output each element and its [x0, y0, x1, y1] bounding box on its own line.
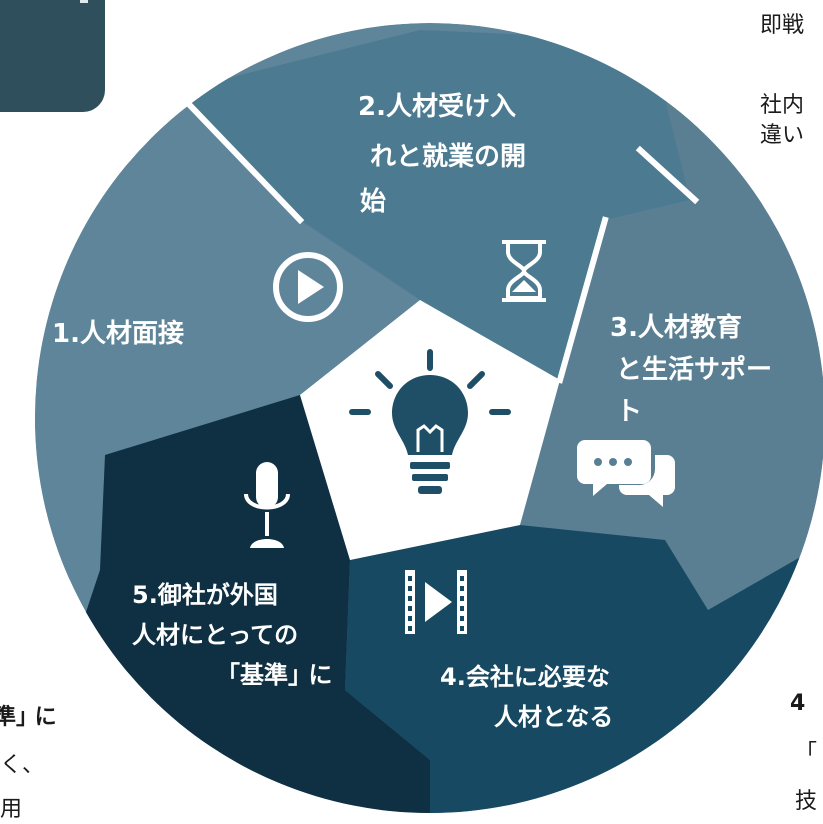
segment-2	[180, 30, 700, 380]
svg-text:れと就業の開: れと就業の開	[370, 142, 526, 172]
left-text-1: 準｣ に	[0, 705, 57, 730]
top-left-box	[0, 0, 105, 112]
right-text-5: 「	[795, 741, 818, 766]
svg-text:3.人材教育: 3.人材教育	[610, 312, 742, 343]
left-text-2: く、	[0, 753, 45, 778]
right-text-3: 違い	[760, 123, 805, 148]
lightbulb-icon	[349, 349, 511, 494]
step-4-label: 4.会社に必要な 人材となる	[440, 663, 613, 731]
svg-text:と生活サポー: と生活サポー	[616, 354, 772, 385]
svg-text:5.御社が外国: 5.御社が外国	[132, 581, 278, 609]
svg-text:2.人材受け入: 2.人材受け入	[358, 91, 516, 122]
svg-text:人材にとっての: 人材にとっての	[132, 621, 298, 649]
hourglass-icon	[502, 240, 546, 302]
right-text-6: 技	[795, 789, 818, 814]
step-3-label: 3.人材教育 と生活サポー ト	[610, 312, 772, 427]
step-1-label: 1.人材面接	[52, 319, 184, 349]
svg-text:1.人材面接: 1.人材面接	[52, 319, 184, 349]
play-icon	[273, 252, 343, 322]
step-5-label: 5.御社が外国 人材にとっての ｢基準｣ に	[132, 581, 332, 689]
svg-text:｢基準｣ に: ｢基準｣ に	[228, 661, 332, 689]
svg-text:始: 始	[360, 187, 386, 217]
svg-text:ト: ト	[616, 397, 642, 427]
svg-text:4.会社に必要な: 4.会社に必要な	[440, 663, 610, 691]
right-text-4: 4	[790, 691, 806, 716]
step-2-label: 2.人材受け入 れと就業の開 始	[358, 91, 526, 217]
right-text-2: 社内	[760, 93, 805, 118]
box-tick	[80, 0, 88, 3]
left-text-3: 用	[0, 797, 23, 822]
svg-text:人材となる: 人材となる	[494, 703, 613, 731]
chat-icon	[577, 440, 675, 507]
segment-dividers	[175, 50, 705, 384]
right-text-1: 即戦	[760, 13, 805, 38]
film-icon	[405, 570, 467, 634]
microphone-icon	[244, 462, 290, 548]
